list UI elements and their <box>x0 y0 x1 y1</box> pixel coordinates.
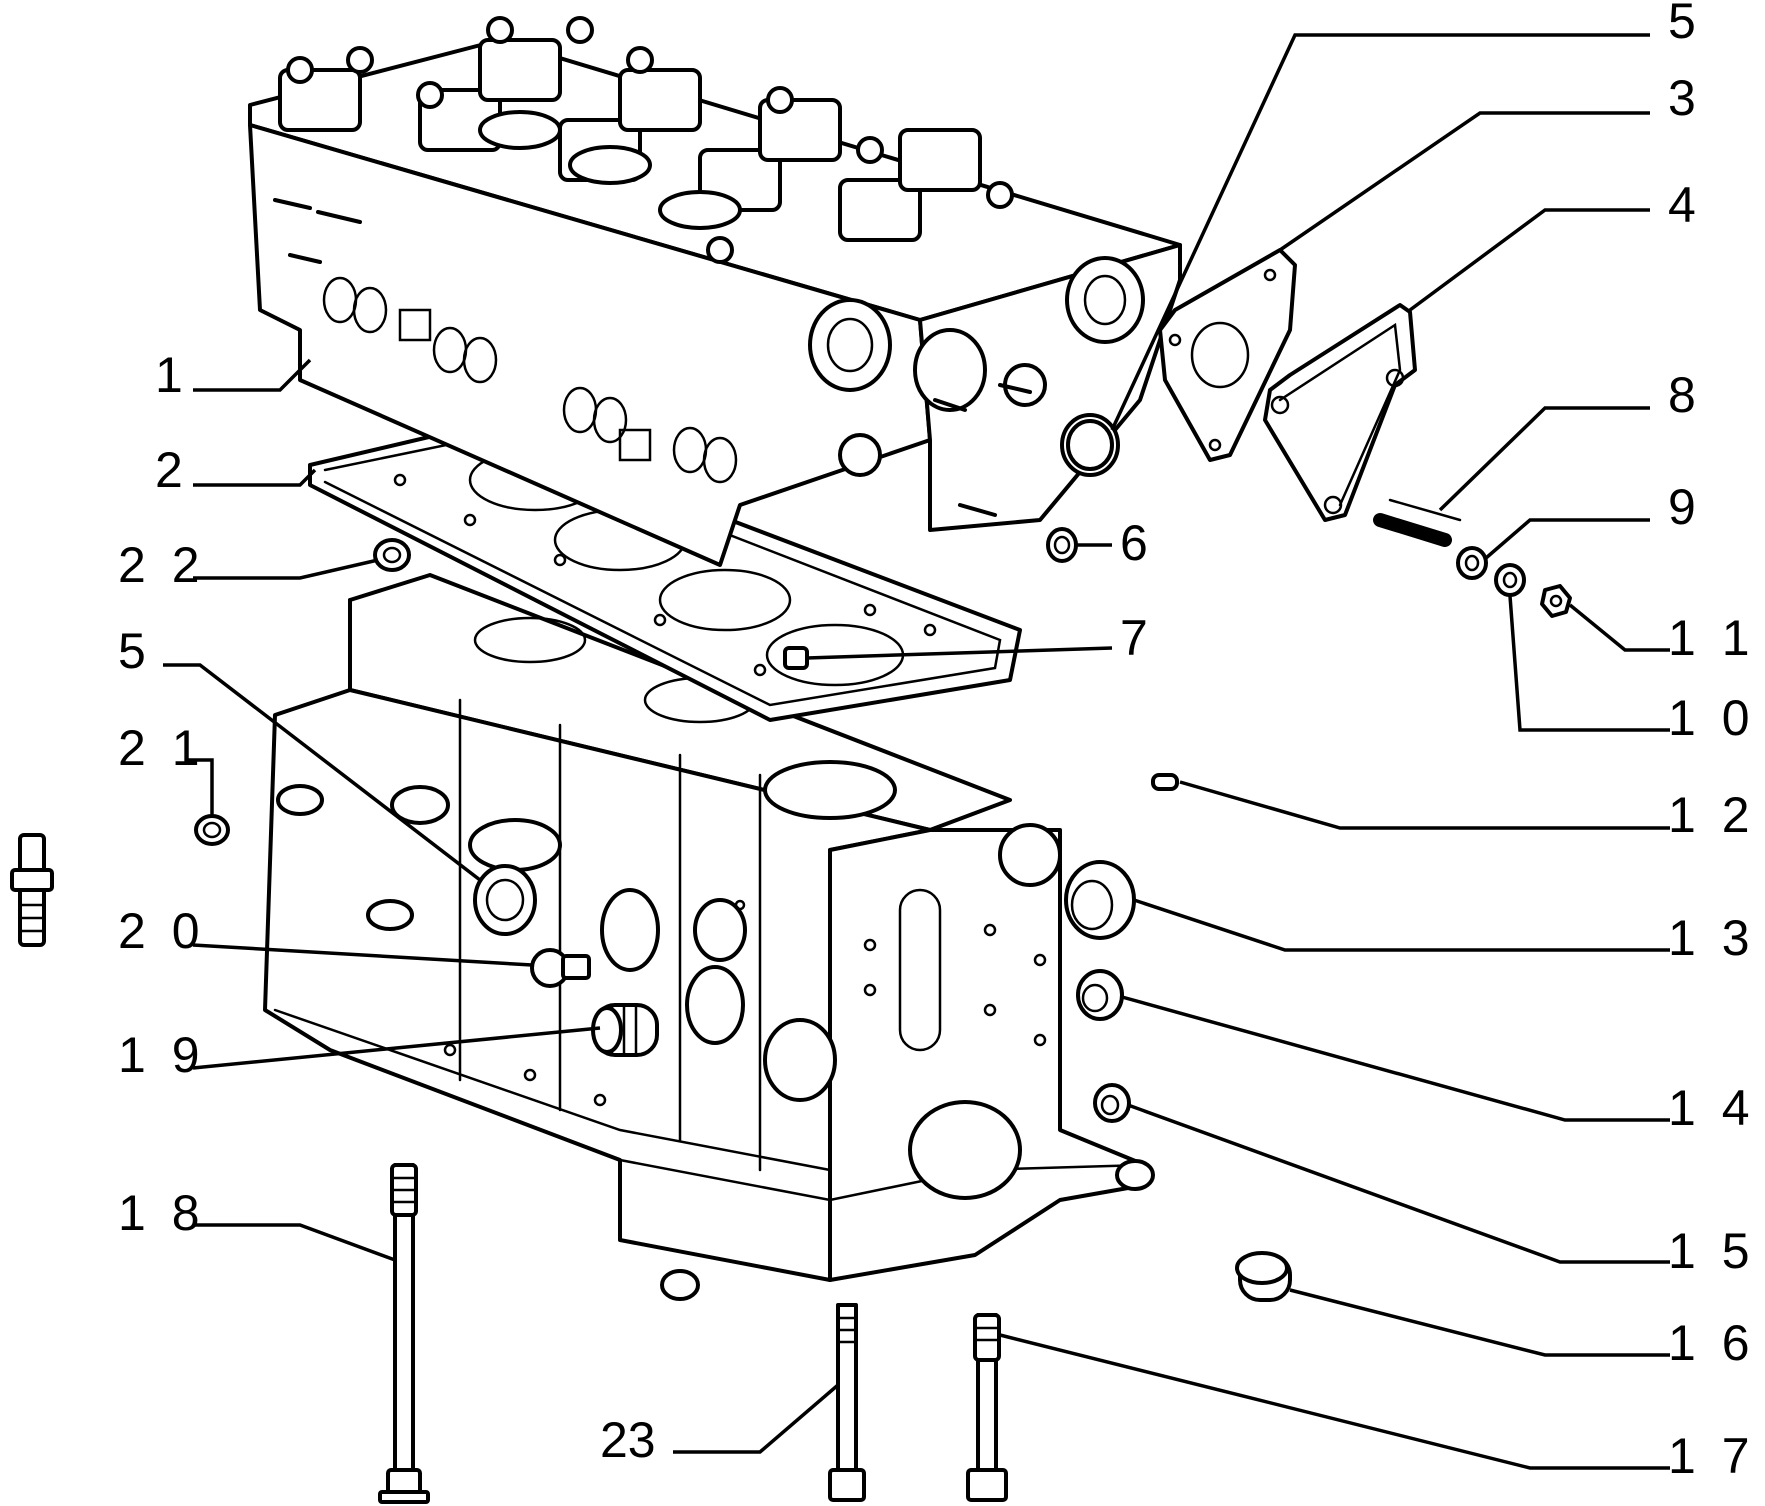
part-16-bushing <box>1235 1251 1292 1302</box>
part-5-cup-plug <box>473 864 537 936</box>
callout-16: 1 6 <box>1668 1315 1756 1371</box>
callout-12: 1 2 <box>1668 787 1756 843</box>
part-10-washer <box>1494 563 1526 597</box>
part-7-dowel <box>783 646 809 670</box>
callout-2: 2 <box>155 442 189 498</box>
callout-21: 2 1 <box>118 720 206 776</box>
callout-5-bottom: 5 <box>118 623 152 679</box>
callout-9: 9 <box>1668 479 1702 535</box>
leader-21 <box>185 758 214 815</box>
leader-1 <box>193 358 312 392</box>
leader-11 <box>1568 603 1670 652</box>
callout-4: 4 <box>1668 177 1702 233</box>
callout-labels: 1 2 3 4 5 5 6 7 8 9 1 0 1 1 1 2 1 3 1 4 … <box>118 0 1756 1484</box>
callout-23: 23 <box>600 1412 656 1468</box>
callout-14: 1 4 <box>1668 1080 1756 1136</box>
leader-14 <box>1121 995 1670 1122</box>
leader-10 <box>1508 595 1670 732</box>
leader-4 <box>1408 208 1650 312</box>
callout-19: 1 9 <box>118 1027 206 1083</box>
callout-7: 7 <box>1120 610 1154 666</box>
part-12-pin <box>1151 773 1179 791</box>
part-6-seal <box>1046 527 1078 563</box>
part-11-nut <box>1540 584 1572 618</box>
callout-22: 2 2 <box>118 537 206 593</box>
leader-15 <box>1127 1103 1670 1264</box>
callout-5-top: 5 <box>1668 0 1702 49</box>
part-22-plug <box>373 538 411 572</box>
leader-12 <box>1179 780 1670 830</box>
part-19-threaded-plug <box>591 1003 659 1057</box>
leader-13 <box>1133 898 1670 952</box>
part-23-stud <box>828 1303 866 1502</box>
part-21-plug <box>194 814 230 846</box>
leader-2 <box>193 468 317 487</box>
callout-8: 8 <box>1668 367 1702 423</box>
leader-16 <box>1289 1288 1670 1357</box>
callout-10: 1 0 <box>1668 690 1756 746</box>
part-4-cover-plate <box>1263 303 1417 522</box>
part-5-seal-head <box>1066 419 1114 471</box>
leader-18 <box>193 1223 396 1262</box>
callout-1: 1 <box>155 347 189 403</box>
callout-11: 1 1 <box>1668 610 1756 666</box>
leader-7 <box>806 646 1113 660</box>
leader-9 <box>1484 518 1650 560</box>
callout-3: 3 <box>1668 70 1702 126</box>
callout-13: 1 3 <box>1668 910 1756 966</box>
part-17-bolt <box>966 1313 1008 1502</box>
callout-20: 2 0 <box>118 903 206 959</box>
part-15-cup-plug <box>1093 1083 1131 1123</box>
part-14-cup-plug <box>1076 969 1124 1021</box>
callout-6: 6 <box>1120 515 1154 571</box>
callout-18: 1 8 <box>118 1185 206 1241</box>
leader-17 <box>999 1333 1670 1470</box>
part-18-head-bolt <box>378 1163 430 1504</box>
leader-5b <box>163 663 482 882</box>
part-13-cup-plug <box>1064 860 1136 940</box>
leader-20 <box>192 943 533 967</box>
callout-17: 1 7 <box>1668 1428 1756 1484</box>
leader-8 <box>1438 406 1650 512</box>
part-9-washer <box>1456 546 1488 580</box>
leader-22 <box>193 558 379 580</box>
callout-15: 1 5 <box>1668 1223 1756 1279</box>
part-20-drain-plug <box>530 948 591 988</box>
engine-block <box>263 573 1155 1301</box>
part-3-gasket <box>1158 248 1297 462</box>
loose-stud-left <box>10 833 54 947</box>
leader-19 <box>192 1026 601 1070</box>
part-8-stud <box>1373 498 1462 547</box>
leader-lines <box>163 33 1670 1470</box>
leader-23 <box>673 1383 840 1454</box>
leader-5a <box>1110 33 1650 431</box>
leader-3 <box>1279 111 1650 252</box>
